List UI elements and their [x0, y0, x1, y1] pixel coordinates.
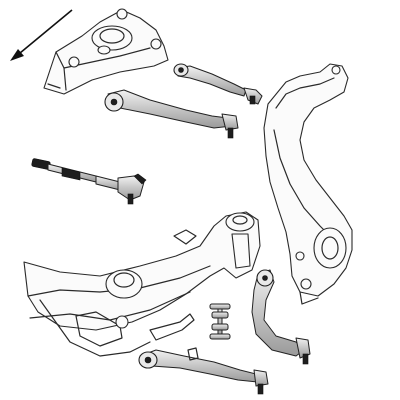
steering-knuckle — [263, 63, 353, 305]
upper-control-arm-long — [104, 89, 239, 139]
lower-curved-control-arm — [251, 269, 311, 365]
subframe-crossmember — [23, 211, 261, 357]
upper-control-arm-small — [173, 63, 263, 105]
tie-rod-assembly — [31, 158, 147, 205]
direction-arrow-icon — [10, 9, 73, 61]
lower-straight-control-arm — [138, 347, 269, 395]
suspension-strut-mount — [43, 8, 169, 95]
stabilizer-link — [209, 303, 231, 340]
